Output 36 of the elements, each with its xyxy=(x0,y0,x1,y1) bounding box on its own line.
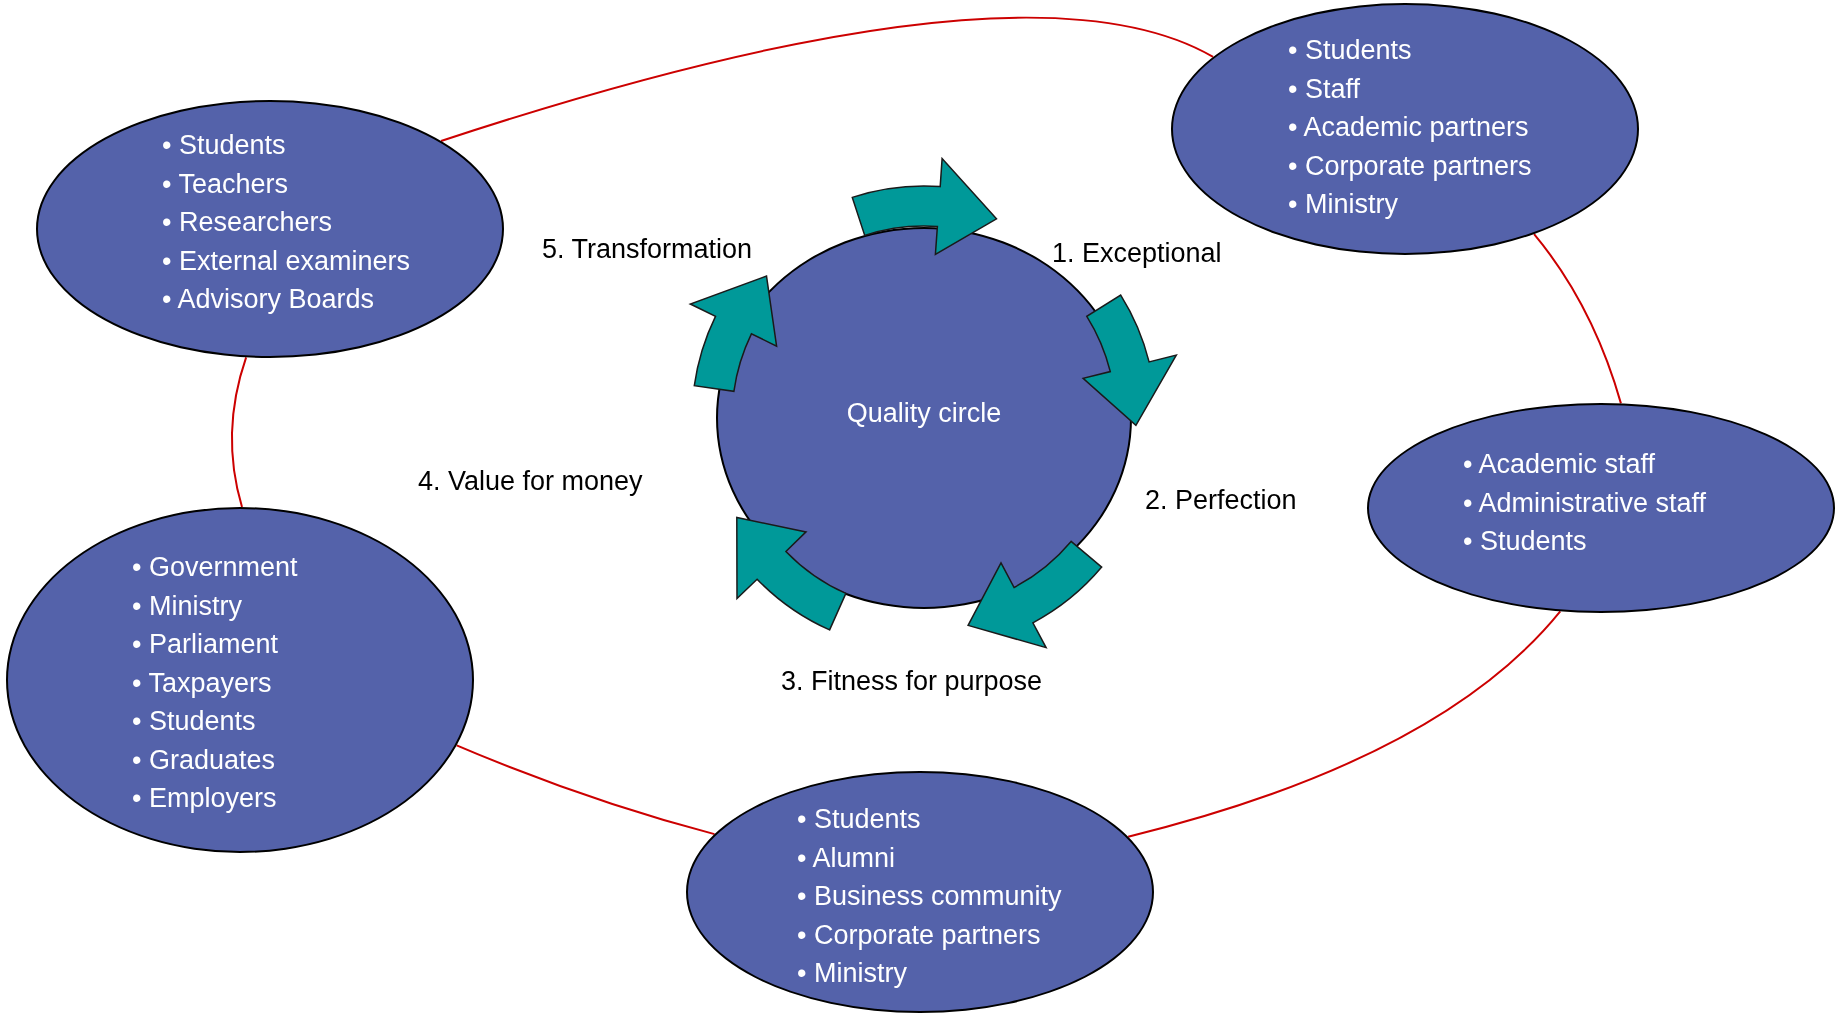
list-item: • Alumni xyxy=(797,842,895,873)
list-item: • Ministry xyxy=(1288,189,1398,219)
stage-label: 1. Exceptional xyxy=(1052,238,1222,268)
list-item: • Teachers xyxy=(162,168,289,199)
list-item: • Administrative staff xyxy=(1463,487,1707,518)
list-item: • Students xyxy=(1288,35,1412,65)
list-item: • Employers xyxy=(132,783,277,813)
list-item: • Taxpayers xyxy=(132,667,272,698)
connector-line xyxy=(1127,610,1562,838)
list-item: • Business community xyxy=(797,881,1062,911)
list-item: • Academic staff xyxy=(1463,449,1656,479)
connector-line xyxy=(231,356,248,508)
list-item: • Ministry xyxy=(797,958,907,988)
list-item: • Students xyxy=(132,706,256,736)
circle-label: Quality circle xyxy=(845,398,1003,428)
list-item: • Graduates xyxy=(132,744,276,775)
connector-line xyxy=(1533,233,1622,405)
list-item: • Ministry xyxy=(132,590,242,621)
list-item: • Academic partners xyxy=(1288,112,1529,142)
list-item: • Corporate partners xyxy=(1288,150,1532,181)
list-item: • External examiners xyxy=(162,245,411,276)
stage-label: 3. Fitness for purpose xyxy=(781,666,1043,696)
stage-label: 4. Value for money xyxy=(418,466,643,496)
list-item: • Students xyxy=(162,130,286,160)
list-item: • Parliament xyxy=(132,629,278,659)
list-item: • Students xyxy=(1463,526,1587,556)
connector-line xyxy=(455,744,716,836)
list-item: • Advisory Boards xyxy=(162,284,375,314)
list-item: • Corporate partners xyxy=(797,919,1041,950)
list-item: • Students xyxy=(797,804,921,834)
list-item: • Staff xyxy=(1288,73,1360,104)
connector-line xyxy=(440,16,1215,142)
stage-label: 5. Transformation xyxy=(542,234,753,264)
list-item: • Government xyxy=(132,552,298,582)
stage-label: 2. Perfection xyxy=(1145,485,1297,515)
list-item: • Researchers xyxy=(162,207,332,237)
